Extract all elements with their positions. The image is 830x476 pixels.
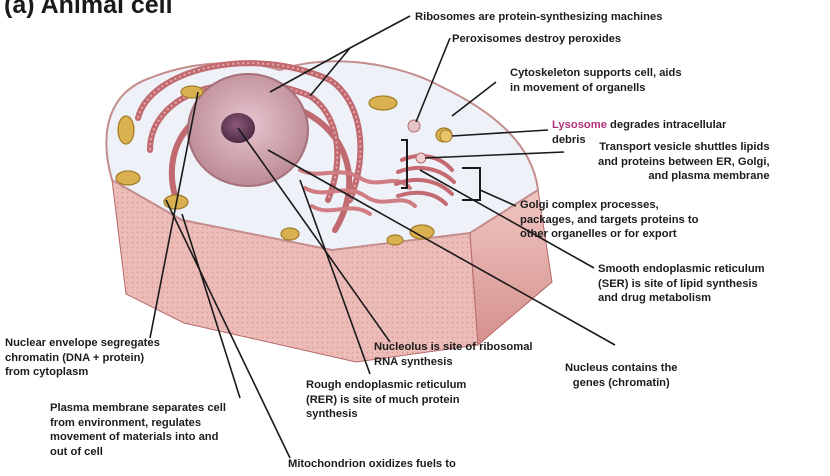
envelope-line-1: Nuclear envelope segregates [5, 336, 160, 351]
plasma-line-4: out of cell [50, 445, 226, 460]
lysosome-line-1: Lysosome degrades intracellular [552, 118, 726, 133]
mitochondrion-label: Mitochondrion oxidizes fuels to [288, 457, 456, 472]
golgi-line-1: Golgi complex processes, [520, 198, 698, 213]
golgi-label: Golgi complex processes, packages, and t… [520, 198, 698, 242]
transport-line-3: and plasma membrane [598, 169, 770, 184]
golgi-line-3: other organelles or for export [520, 227, 698, 242]
ser-label: Smooth endoplasmic reticulum (SER) is si… [598, 262, 765, 306]
nucleolus-label: Nucleolus is site of ribosomal RNA synth… [374, 340, 533, 369]
ser-line-2: (SER) is site of lipid synthesis [598, 277, 765, 292]
rer-line-2: (RER) is site of much protein [306, 393, 466, 408]
diagram-title: (a) Animal cell [4, 0, 173, 20]
ribosomes-text: Ribosomes are protein-synthesizing machi… [415, 10, 662, 25]
peroxisomes-text: Peroxisomes destroy peroxides [452, 32, 621, 47]
cytoskeleton-line-2: in movement of organells [510, 81, 682, 96]
ribosomes-label: Ribosomes are protein-synthesizing machi… [415, 10, 662, 25]
plasma-line-1: Plasma membrane separates cell [50, 401, 226, 416]
ser-line-3: and drug metabolism [598, 291, 765, 306]
peroxisomes-label: Peroxisomes destroy peroxides [452, 32, 621, 47]
cytoskeleton-line-1: Cytoskeleton supports cell, aids [510, 66, 682, 81]
cytoskeleton-label: Cytoskeleton supports cell, aids in move… [510, 66, 682, 95]
nucleolus-line-2: RNA synthesis [374, 355, 533, 370]
transport-line-2: and proteins between ER, Golgi, [598, 155, 770, 170]
transport-vesicle-label: Transport vesicle shuttles lipids and pr… [598, 140, 770, 184]
nuclear-envelope-label: Nuclear envelope segregates chromatin (D… [5, 336, 160, 380]
rer-label: Rough endoplasmic reticulum (RER) is sit… [306, 378, 466, 422]
plasma-membrane-label: Plasma membrane separates cell from envi… [50, 401, 226, 459]
nucleus-line-1: Nucleus contains the [565, 361, 678, 376]
nucleus-label: Nucleus contains the genes (chromatin) [565, 361, 678, 390]
envelope-line-2: chromatin (DNA + protein) [5, 351, 160, 366]
ser-line-1: Smooth endoplasmic reticulum [598, 262, 765, 277]
lysosome [440, 130, 452, 142]
lysosome-term: Lysosome [552, 119, 607, 131]
nucleus-line-2: genes (chromatin) [565, 376, 678, 391]
lysosome-desc: degrades intracellular [610, 119, 726, 131]
plasma-line-3: movement of materials into and [50, 430, 226, 445]
peroxisome [408, 120, 420, 132]
rer-line-1: Rough endoplasmic reticulum [306, 378, 466, 393]
rer-line-3: synthesis [306, 407, 466, 422]
plasma-line-2: from environment, regulates [50, 416, 226, 431]
nucleolus-line-1: Nucleolus is site of ribosomal [374, 340, 533, 355]
envelope-line-3: from cytoplasm [5, 365, 160, 380]
golgi-line-2: packages, and targets proteins to [520, 213, 698, 228]
transport-vesicle [416, 153, 426, 163]
mito-line-1: Mitochondrion oxidizes fuels to [288, 457, 456, 472]
transport-line-1: Transport vesicle shuttles lipids [598, 140, 770, 155]
